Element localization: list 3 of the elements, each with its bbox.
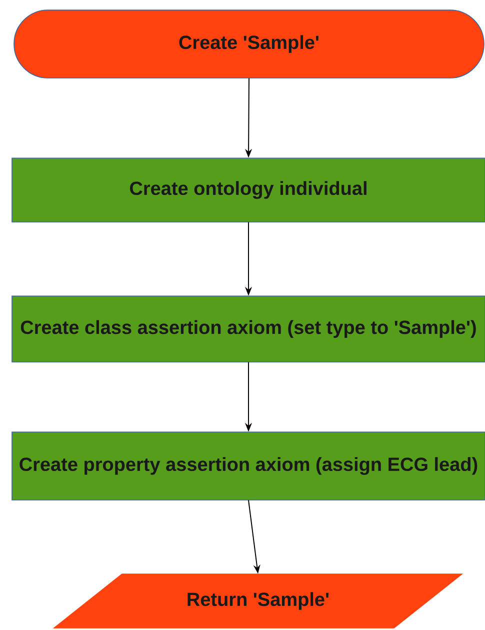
process-box: Create class assertion axiom (set type to 'Sample'): [12, 296, 485, 362]
process-box: Create property assertion axiom (assign ECG lead): [12, 432, 485, 500]
process-box: Create ontology individual: [12, 158, 485, 222]
